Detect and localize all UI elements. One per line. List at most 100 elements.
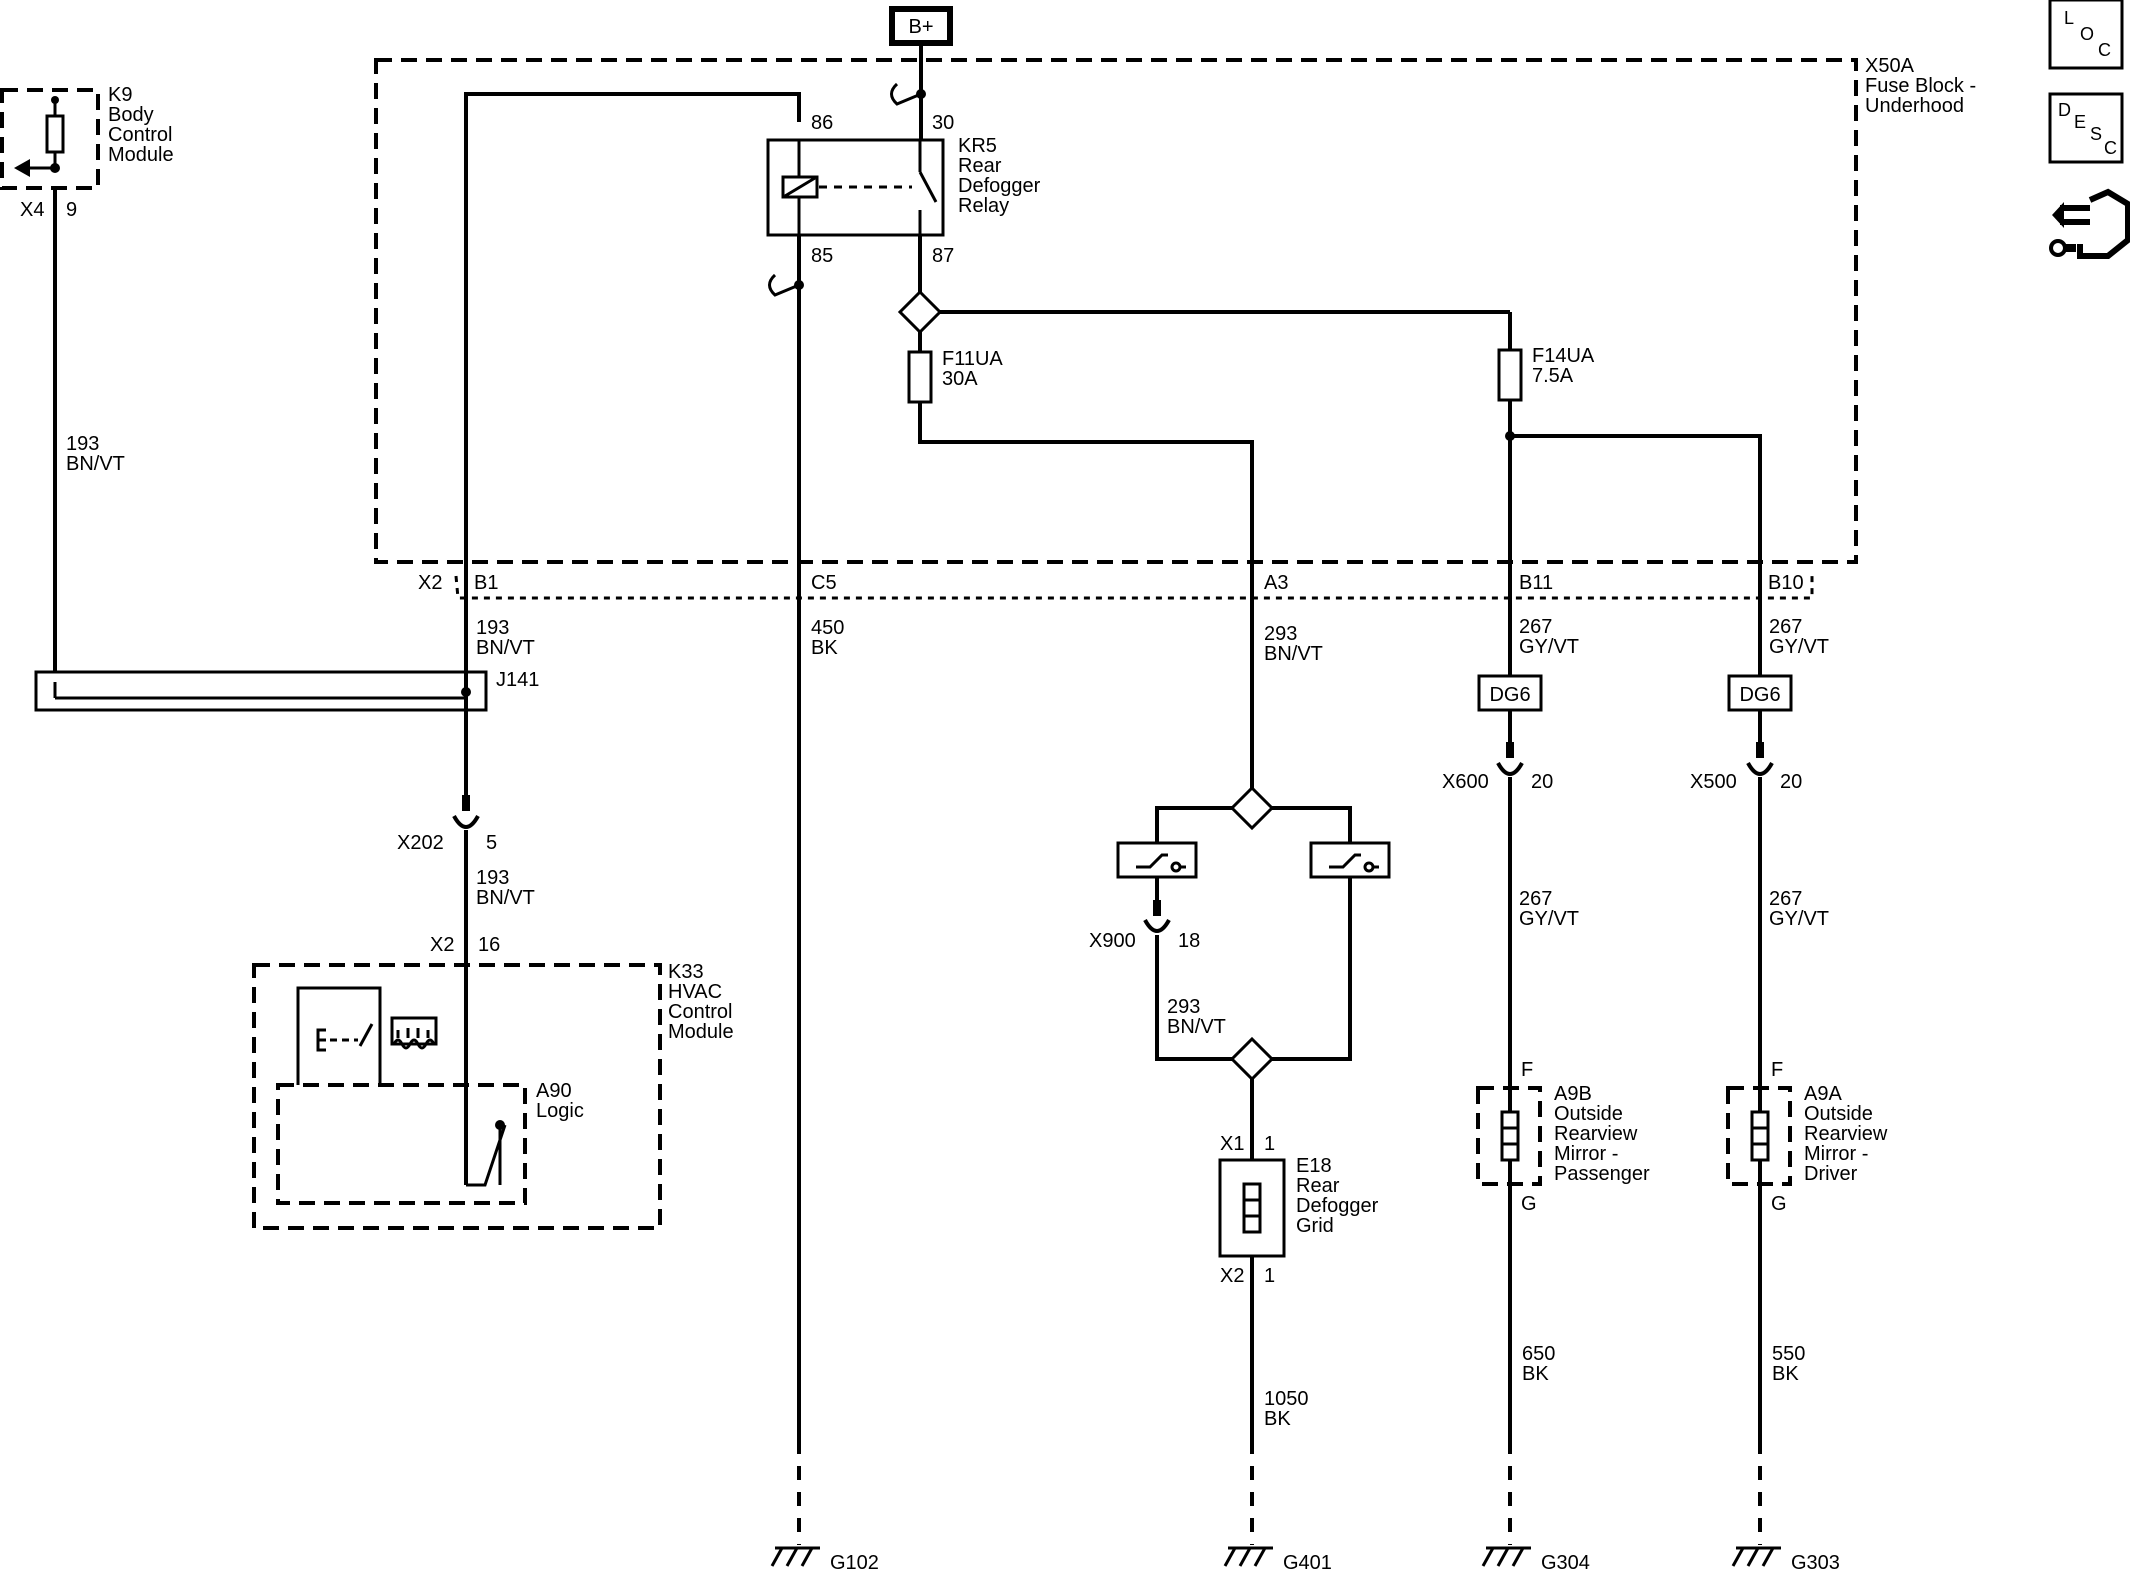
relay-pin-86: 86	[811, 112, 833, 134]
mirror-drv-line1: Outside	[1804, 1103, 1873, 1125]
hvac-ref: K33	[668, 961, 704, 983]
wire-1050-color: BK	[1264, 1408, 1291, 1430]
relay-pin-30: 30	[932, 112, 954, 134]
battery-label: B+	[908, 16, 933, 38]
pin-b1: B1	[474, 572, 498, 594]
pin-a3: A3	[1264, 572, 1288, 594]
desc-c: C	[2104, 138, 2117, 158]
wire-650-color: BK	[1522, 1363, 1549, 1385]
fuse-block-outline	[374, 58, 1858, 564]
diagnostic-tools-icon[interactable]	[2049, 188, 2130, 259]
connector-x600	[1496, 742, 1524, 776]
fuse-block-name1: Fuse Block -	[1865, 75, 1976, 97]
relay-ref: KR5	[958, 135, 997, 157]
wire-267-color-b: GY/VT	[1769, 636, 1829, 658]
splice-j141	[34, 670, 488, 712]
rear-defog-icon	[390, 1016, 438, 1050]
x202-ref: X202	[397, 832, 444, 854]
relay-line3: Relay	[958, 195, 1009, 217]
wire-293-num-a: 293	[1264, 623, 1297, 645]
x500-pin: 20	[1780, 771, 1802, 793]
wire-293-color-a: BN/VT	[1264, 643, 1323, 665]
fuse-f11-rating: 30A	[942, 368, 978, 390]
connector-x500	[1746, 742, 1774, 776]
x600-pin: 20	[1531, 771, 1553, 793]
wire-650-num: 650	[1522, 1343, 1555, 1365]
mirror-pass-line3: Mirror -	[1554, 1143, 1618, 1165]
glass-switch-right-icon	[1309, 841, 1391, 879]
mirror-drv-pin-g: G	[1771, 1193, 1787, 1215]
grid-x1-pin: 1	[1264, 1133, 1275, 1155]
wire-267-color-a: GY/VT	[1519, 636, 1579, 658]
fuse-block-connector: X2	[418, 572, 442, 594]
option-dg6-passenger	[1477, 674, 1543, 712]
wire-267-color-c: GY/VT	[1519, 908, 1579, 930]
pin-b11: B11	[1519, 572, 1553, 594]
mirror-drv-line2: Rearview	[1804, 1123, 1888, 1145]
bcm-line2: Control	[108, 124, 172, 146]
relay-pin-85: 85	[811, 245, 833, 267]
logic-ref: A90	[536, 1080, 572, 1102]
x900-pin: 18	[1178, 930, 1200, 952]
bcm-line3: Module	[108, 144, 174, 166]
bcm-pin: 9	[66, 199, 77, 221]
wire-193-num-a: 193	[66, 433, 99, 455]
desc-e: E	[2074, 112, 2086, 132]
fuse-block-name2: Underhood	[1865, 95, 1964, 117]
grid-line2: Defogger	[1296, 1195, 1379, 1217]
bcm-ref: K9	[108, 84, 132, 106]
splice-diamond-grid-bottom	[1229, 1036, 1275, 1082]
loc-c: C	[2098, 40, 2111, 60]
wire-193-color-c: BN/VT	[476, 887, 535, 909]
description-view-button[interactable]: D E S C	[2048, 92, 2124, 164]
loc-l: L	[2064, 8, 2074, 28]
wire-193-num-b: 193	[476, 617, 509, 639]
wire-193-color-a: BN/VT	[66, 453, 125, 475]
relay-line2: Defogger	[958, 175, 1041, 197]
option-label-driver: DG6	[1739, 684, 1780, 706]
x900-ref: X900	[1089, 930, 1136, 952]
wire-267-num-b: 267	[1769, 616, 1802, 638]
wire-1050-num: 1050	[1264, 1388, 1309, 1410]
bcm-outline	[0, 88, 100, 190]
mirror-driver-outline	[1726, 1086, 1792, 1186]
wire-293-num-b: 293	[1167, 996, 1200, 1018]
mirror-pass-line2: Rearview	[1554, 1123, 1638, 1145]
mirror-pass-pin-g: G	[1521, 1193, 1537, 1215]
mirror-pass-line4: Passenger	[1554, 1163, 1650, 1185]
mirror-driver-heater	[1750, 1110, 1770, 1162]
hvac-line2: Control	[668, 1001, 732, 1023]
mirror-passenger-outline	[1476, 1086, 1542, 1186]
battery-terminal: B+	[889, 6, 953, 46]
wire-293-color-b: BN/VT	[1167, 1016, 1226, 1038]
wire-267-num-d: 267	[1769, 888, 1802, 910]
bcm-line1: Body	[108, 104, 154, 126]
wire-550-color: BK	[1772, 1363, 1799, 1385]
x600-ref: X600	[1442, 771, 1489, 793]
fuse-f14ua	[1497, 348, 1523, 402]
ground-g401-label: G401	[1283, 1552, 1332, 1570]
wire-450-color: BK	[811, 637, 838, 659]
wire-193-color-b: BN/VT	[476, 637, 535, 659]
grid-x2: X2	[1220, 1265, 1244, 1287]
ground-g401	[1223, 1440, 1273, 1567]
connector-x202	[452, 795, 480, 829]
splice-label: J141	[496, 669, 539, 691]
bcm-connector: X4	[20, 199, 44, 221]
fuse-f14-rating: 7.5A	[1532, 365, 1574, 387]
wire-267-color-d: GY/VT	[1769, 908, 1829, 930]
hvac-module-outline	[252, 963, 662, 1230]
fuse-f14-ref: F14UA	[1532, 345, 1595, 367]
location-view-button[interactable]: L O C	[2048, 0, 2124, 70]
ground-g303-label: G303	[1791, 1552, 1840, 1570]
mirror-pass-ref: A9B	[1554, 1083, 1592, 1105]
desc-s: S	[2090, 124, 2102, 144]
mirror-pass-pin-f: F	[1521, 1059, 1533, 1081]
splice-diamond-grid-top	[1229, 785, 1275, 831]
relay-line1: Rear	[958, 155, 1002, 177]
pin-b10: B10	[1768, 572, 1804, 594]
hvac-line1: HVAC	[668, 981, 722, 1003]
wire-267-num-a: 267	[1519, 616, 1552, 638]
fuse-f11ua	[907, 350, 933, 404]
